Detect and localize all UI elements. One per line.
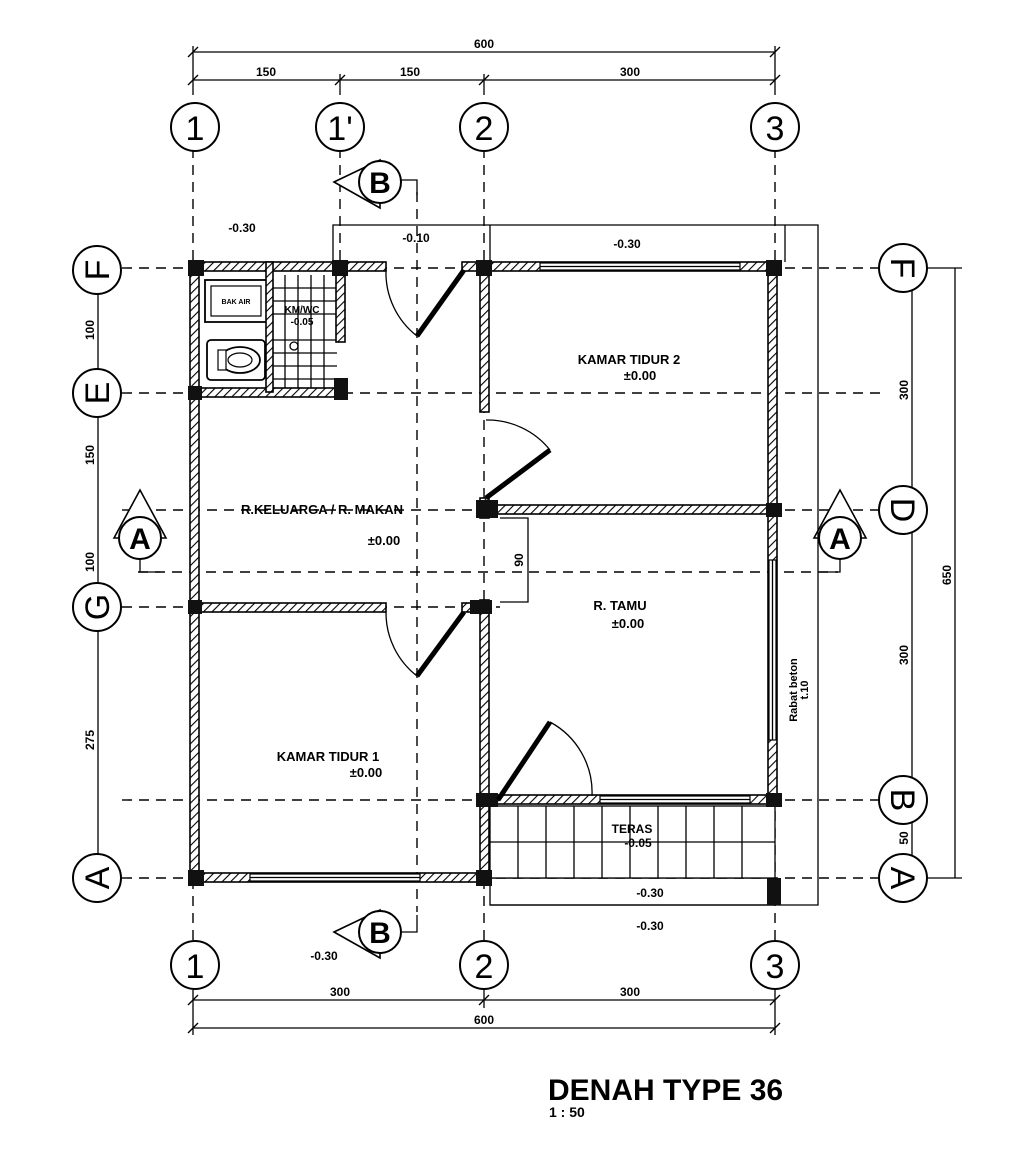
- svg-text:B: B: [369, 167, 391, 200]
- dim-right-total: 650: [940, 565, 954, 585]
- room-level-family: ±0.00: [368, 533, 400, 548]
- top-dimension-lines: [187, 46, 781, 95]
- svg-text:1: 1: [186, 110, 205, 148]
- grid-bubble-2-bottom: 2: [459, 940, 509, 990]
- section-marker-a-right: A: [812, 488, 868, 573]
- dim-bottom-seg-2: 300: [620, 985, 640, 999]
- svg-text:3: 3: [766, 110, 785, 148]
- water-tub-label: BAK AIR: [222, 299, 251, 306]
- drawing-title: DENAH TYPE 36: [548, 1074, 783, 1107]
- level-outside-top-left: -0.30: [228, 221, 256, 235]
- room-name-bedroom2: KAMAR TIDUR 2: [578, 352, 681, 367]
- svg-text:G: G: [79, 594, 117, 620]
- svg-text:A: A: [883, 867, 921, 890]
- dim-left-seg-1: 100: [83, 320, 97, 340]
- grid-bubble-3-top: 3: [750, 102, 800, 152]
- grid-bubble-1prime-top: 1': [315, 102, 365, 152]
- room-name-bedroom1: KAMAR TIDUR 1: [277, 749, 380, 764]
- level-back-path: -0.10: [402, 231, 430, 245]
- svg-text:B: B: [369, 917, 391, 950]
- grid-bubble-F-left: F: [72, 245, 122, 295]
- svg-text:2: 2: [475, 110, 494, 148]
- room-level-terrace: -0.05: [624, 836, 652, 850]
- bathroom-tiles: [271, 275, 337, 392]
- corridor-dimension: [500, 517, 529, 603]
- dim-right-seg-2: 300: [897, 645, 911, 665]
- room-level-guest: ±0.00: [612, 616, 644, 631]
- room-level-bedroom1: ±0.00: [350, 765, 382, 780]
- dim-corridor: 90: [512, 553, 526, 567]
- room-name-family: R.KELUARGA / R. MAKAN: [241, 502, 403, 517]
- grid-bubble-1-top: 1: [170, 102, 220, 152]
- svg-text:2: 2: [475, 948, 494, 986]
- dim-top-seg-2: 150: [400, 65, 420, 79]
- grid-bubble-F-right: F: [878, 243, 928, 293]
- svg-text:1: 1: [186, 948, 205, 986]
- room-name-km-wc: KM/WC: [285, 305, 320, 316]
- dim-bottom-total: 600: [474, 1013, 494, 1027]
- svg-text:A: A: [829, 523, 851, 556]
- svg-text:B: B: [883, 789, 921, 812]
- terrace-tiles: [489, 805, 776, 879]
- svg-text:A: A: [79, 866, 117, 889]
- grid-bubble-E-left: E: [72, 368, 122, 418]
- section-marker-a-left: A: [112, 488, 168, 573]
- room-name-terrace: TERAS: [612, 822, 653, 836]
- svg-text:F: F: [79, 260, 117, 281]
- side-note-line-2: t.10: [799, 681, 811, 700]
- svg-text:3: 3: [766, 948, 785, 986]
- dim-top-total: 600: [474, 37, 494, 51]
- grid-bubble-G-left: G: [72, 582, 122, 632]
- room-name-guest: R. TAMU: [593, 598, 646, 613]
- svg-text:1': 1': [327, 110, 352, 148]
- grid-bubble-A-left: A: [72, 853, 122, 903]
- dim-right-seg-1: 300: [897, 380, 911, 400]
- bottom-dimension-lines: [187, 990, 781, 1035]
- level-front-2: -0.30: [636, 919, 664, 933]
- grid-bubble-1-bottom: 1: [170, 940, 220, 990]
- water-tub: [204, 279, 268, 323]
- section-marker-b-bottom: B: [332, 908, 418, 960]
- side-note-line-1: Rabat beton: [788, 658, 800, 722]
- level-front-1: -0.30: [636, 886, 664, 900]
- room-level-bedroom2: ±0.00: [624, 368, 656, 383]
- dim-right-seg-3: 50: [897, 831, 911, 845]
- grid-bubble-3-bottom: 3: [750, 940, 800, 990]
- site-outlines: [332, 224, 819, 906]
- svg-text:D: D: [883, 498, 921, 523]
- grid-bubble-B-right: B: [878, 775, 928, 825]
- dim-top-seg-1: 150: [256, 65, 276, 79]
- svg-text:E: E: [79, 382, 117, 405]
- svg-text:A: A: [129, 523, 151, 556]
- door-swings: [385, 268, 593, 802]
- section-marker-b-top: B: [332, 158, 418, 210]
- grid-bubble-2-top: 2: [459, 102, 509, 152]
- walls: [188, 260, 782, 886]
- level-top-right: -0.30: [613, 237, 641, 251]
- svg-text:F: F: [883, 258, 921, 279]
- dim-left-seg-3: 100: [83, 552, 97, 572]
- level-bottom-left: -0.30: [310, 949, 338, 963]
- grid-bubble-D-right: D: [878, 485, 928, 535]
- room-level-km-wc: -0.05: [291, 317, 314, 328]
- drawing-scale: 1 : 50: [549, 1104, 585, 1120]
- toilet-icon: [206, 339, 266, 381]
- grid-bubble-A-right: A: [878, 853, 928, 903]
- dim-bottom-seg-1: 300: [330, 985, 350, 999]
- dim-left-seg-2: 150: [83, 445, 97, 465]
- dim-left-seg-4: 275: [83, 730, 97, 750]
- dim-top-seg-3: 300: [620, 65, 640, 79]
